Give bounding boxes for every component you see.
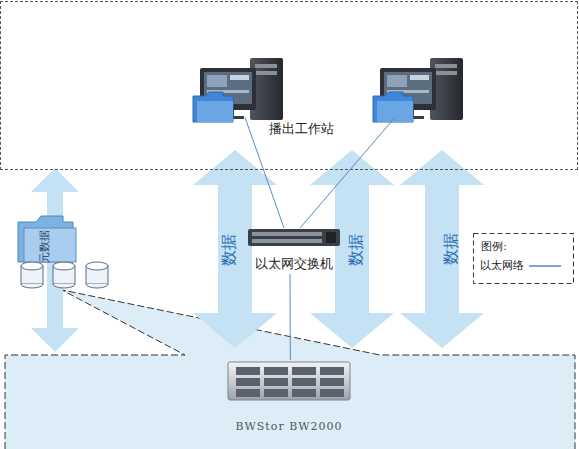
legend-entry: 以太网络 — [480, 258, 563, 273]
data-arrow — [400, 150, 484, 348]
node-label: BWStor BW2000 — [222, 420, 356, 433]
node-label: 播出工作站 — [269, 120, 334, 138]
metadata-label: 元数据 — [37, 230, 52, 263]
data-arrow — [310, 150, 394, 348]
legend-line-sample — [527, 261, 563, 271]
workstation-group: 播出工作站 — [0, 1, 578, 170]
legend-line — [529, 265, 561, 267]
legend-heading: 图例: — [481, 239, 507, 254]
workstation-icon — [193, 58, 283, 122]
folder-front — [24, 228, 76, 262]
database-icon — [21, 262, 43, 288]
storage-icon — [228, 362, 350, 400]
storage-band — [5, 355, 575, 449]
ethernet-link — [290, 274, 291, 360]
data-label: 数据 — [441, 233, 462, 265]
data-arrow — [193, 150, 277, 348]
node-label: 以太网交换机 — [244, 255, 344, 273]
legend-box — [474, 234, 574, 284]
switch-node: 以太网交换机 — [244, 228, 344, 274]
workstation-icon — [373, 58, 463, 122]
database-icon — [86, 262, 108, 288]
legend-text: 以太网络 — [480, 258, 524, 273]
data-label: 数据 — [346, 234, 367, 266]
band-border — [5, 290, 575, 449]
data-label: 数据 — [219, 234, 240, 266]
database-icon — [53, 262, 75, 288]
storage-node: BWStor BW2000 — [222, 360, 356, 436]
switch-icon — [248, 229, 340, 246]
